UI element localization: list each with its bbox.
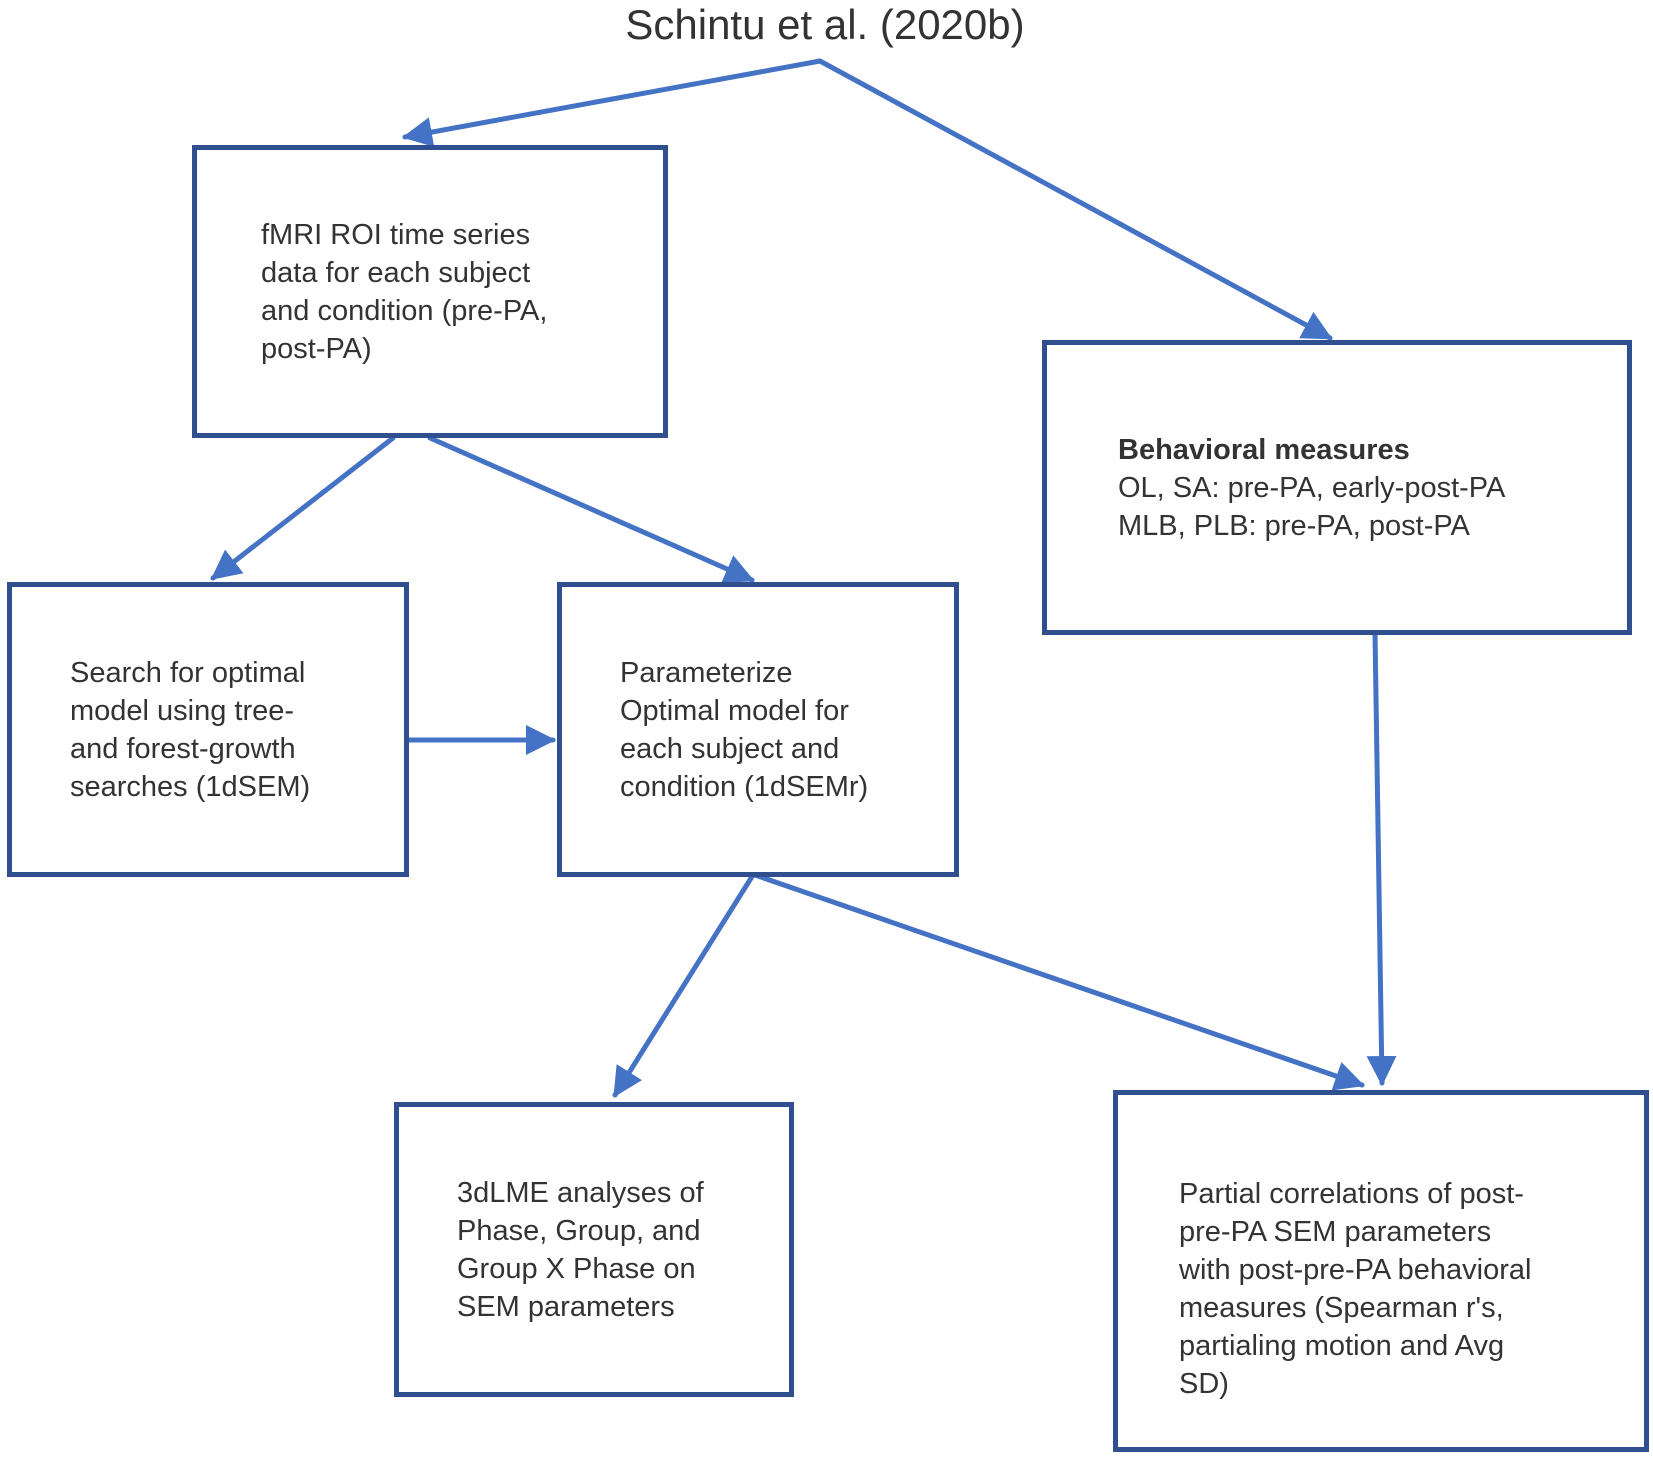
- node-text-line: model using tree-: [70, 695, 295, 727]
- node-parameterize-model-text: Parameterize Optimal model for each subj…: [620, 654, 868, 806]
- node-text-line: Partial correlations of post-: [1179, 1178, 1524, 1210]
- node-search-optimal-model-text: Search for optimal model using tree- and…: [70, 654, 310, 806]
- node-text-line: post-PA): [261, 333, 372, 365]
- node-partial-correlations-text: Partial correlations of post- pre-PA SEM…: [1179, 1175, 1531, 1403]
- node-heading: Behavioral measures: [1118, 434, 1410, 466]
- node-text-line: Parameterize: [620, 657, 793, 689]
- node-text-line: and condition (pre-PA,: [261, 295, 548, 327]
- node-partial-correlations: [1113, 1090, 1649, 1452]
- arrow-title-to-behavioral: [817, 58, 1333, 341]
- arrow-behavioral-to-partial: [1366, 630, 1397, 1086]
- node-text-line: pre-PA SEM parameters: [1179, 1216, 1492, 1248]
- node-text-line: Search for optimal: [70, 657, 306, 689]
- node-text-line: SD): [1179, 1368, 1229, 1400]
- node-text-line: data for each subject: [261, 257, 531, 289]
- node-behavioral-measures-text: Behavioral measures OL, SA: pre-PA, earl…: [1118, 431, 1505, 545]
- arrow-fmri-to-search: [210, 435, 396, 581]
- node-text-line: Optimal model for: [620, 695, 849, 727]
- node-text-line: MLB, PLB: pre-PA, post-PA: [1118, 510, 1470, 542]
- node-text-line: measures (Spearman r's,: [1179, 1292, 1504, 1324]
- node-text-line: fMRI ROI time series: [261, 219, 531, 251]
- node-text-line: condition (1dSEMr): [620, 771, 869, 803]
- node-text-line: 3dLME analyses of: [457, 1177, 704, 1209]
- node-text-line: Group X Phase on: [457, 1253, 696, 1285]
- arrow-parameterize-to-lme: [612, 872, 756, 1098]
- node-behavioral-measures: [1042, 340, 1632, 635]
- node-fmri-data-text: fMRI ROI time series data for each subje…: [261, 216, 547, 368]
- node-text-line: OL, SA: pre-PA, early-post-PA: [1118, 472, 1506, 504]
- node-search-optimal-model: [7, 582, 409, 877]
- node-text-line: partialing motion and Avg: [1179, 1330, 1505, 1362]
- arrow-title-to-fmri: [402, 58, 823, 147]
- node-fmri-data: [192, 145, 668, 438]
- arrow-fmri-to-parameterize: [427, 435, 755, 583]
- node-text-line: and forest-growth: [70, 733, 296, 765]
- node-3dlme-analyses: [394, 1102, 794, 1397]
- arrow-parameterize-to-partial: [752, 872, 1365, 1091]
- diagram-title: Schintu et al. (2020b): [625, 1, 1025, 48]
- node-3dlme-analyses-text: 3dLME analyses of Phase, Group, and Grou…: [457, 1174, 704, 1326]
- node-text-line: SEM parameters: [457, 1291, 675, 1323]
- node-parameterize-model: [557, 582, 959, 877]
- node-text-line: each subject and: [620, 733, 840, 765]
- node-text-line: with post-pre-PA behavioral: [1179, 1254, 1532, 1286]
- node-text-line: searches (1dSEM): [70, 771, 311, 803]
- node-text-line: Phase, Group, and: [457, 1215, 701, 1247]
